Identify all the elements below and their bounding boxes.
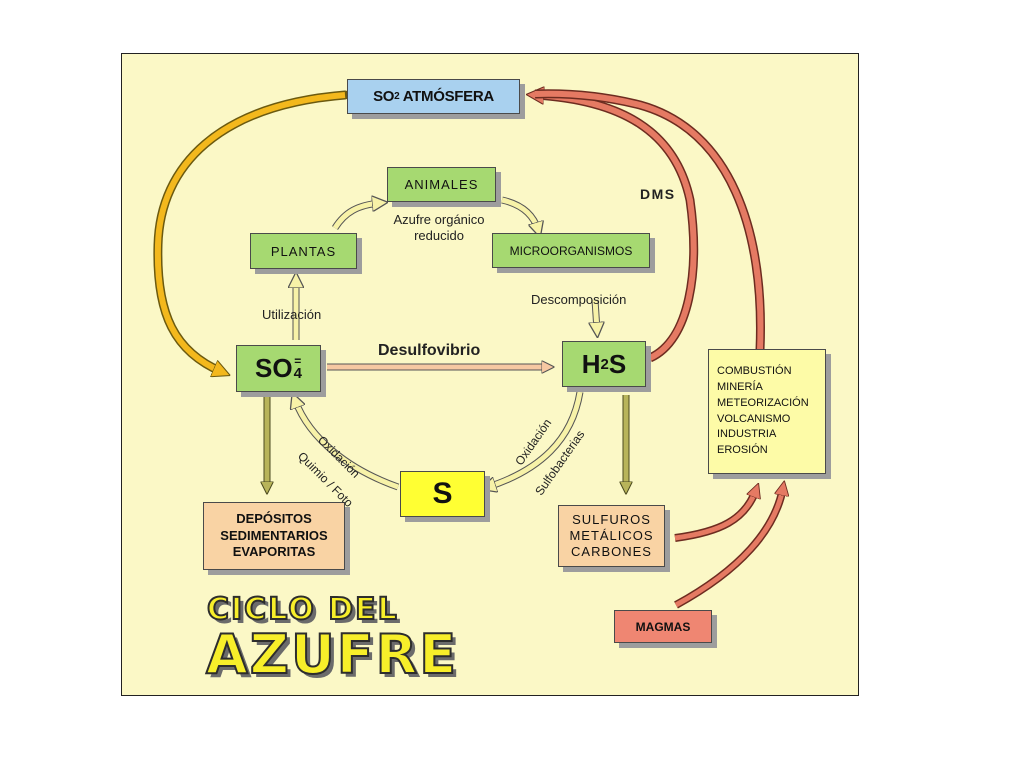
so4-subscript: 4 [293, 365, 302, 383]
so4-base: SO [255, 353, 293, 383]
source-volcanismo: VOLCANISMO [717, 412, 791, 425]
azufre-organico-label: Azufre orgánico reducido [383, 212, 495, 245]
source-industria: INDUSTRIA [717, 428, 777, 441]
animales-box: ANIMALES [387, 167, 496, 202]
dms-label: DMS [640, 186, 676, 202]
so4-box: SO=4 [236, 345, 321, 392]
depositos-line-1: DEPÓSITOS [236, 510, 312, 526]
h2s-suffix: S [608, 348, 627, 379]
s-box: S [400, 471, 485, 517]
animales-label: ANIMALES [404, 177, 479, 192]
desulfovibrio-label: Desulfovibrio [378, 342, 481, 359]
source-mineria: MINERÍA [717, 380, 763, 393]
depositos-line-3: EVAPORITAS [232, 544, 316, 560]
microorganismos-box: MICROORGANISMOS [492, 233, 650, 268]
sulfuros-line-2: METÁLICOS [569, 527, 654, 543]
s-label: S [432, 477, 453, 510]
so2-prefix: SO [373, 88, 395, 105]
sulfuros-box: SULFUROS METÁLICOS CARBONES [558, 505, 665, 567]
arrow-h2s-to-so2 [534, 90, 699, 363]
h2s-prefix: H [581, 348, 601, 379]
depositos-box: DEPÓSITOS SEDIMENTARIOS EVAPORITAS [203, 502, 345, 570]
source-meteorizacion: METEORIZACIÓN [717, 396, 809, 409]
h2s-subscript: 2 [600, 355, 609, 373]
title-line-1: CICLO DEL [206, 592, 399, 627]
magmas-box: MAGMAS [614, 610, 712, 643]
magmas-label: MAGMAS [635, 619, 691, 634]
plantas-label: PLANTAS [270, 243, 337, 259]
descomposicion-label: Descomposición [531, 292, 627, 307]
arrow-magmas-to-sources [674, 487, 787, 609]
so2-subscript: 2 [394, 91, 400, 102]
depositos-line-2: SEDIMENTARIOS [220, 527, 328, 543]
so4-superscript: = [294, 354, 302, 369]
source-erosion: EROSIÓN [717, 444, 768, 457]
title-line-2: AZUFRE [205, 623, 459, 686]
azufre-organico-line-2: reducido [414, 228, 464, 244]
sulfuros-line-1: SULFUROS [572, 511, 651, 527]
sources-box: COMBUSTIÓN MINERÍA METEORIZACIÓN VOLCANI… [708, 349, 826, 474]
azufre-organico-line-1: Azufre orgánico [393, 212, 485, 227]
plantas-box: PLANTAS [250, 233, 357, 269]
utilizacion-label: Utilización [262, 307, 322, 322]
source-combustion: COMBUSTIÓN [717, 364, 792, 377]
microorganismos-label: MICROORGANISMOS [509, 243, 633, 258]
sulfuros-line-3: CARBONES [571, 544, 652, 560]
so2-suffix: ATMÓSFERA [399, 88, 495, 105]
